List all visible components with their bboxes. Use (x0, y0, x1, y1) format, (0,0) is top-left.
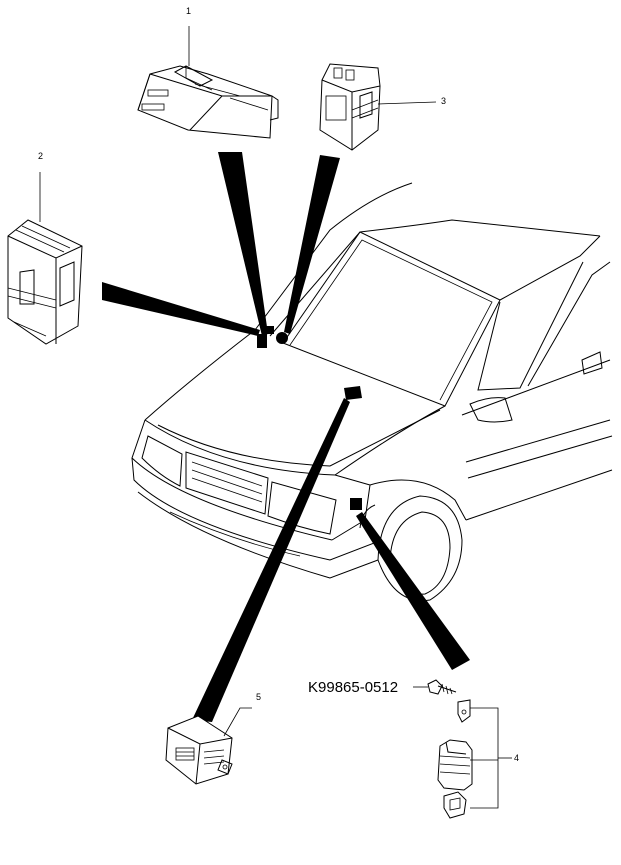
callout-2: 2 (38, 151, 43, 161)
relay-module-1 (137, 26, 279, 139)
bolt-icon (427, 679, 457, 695)
leader-wedge-5 (192, 398, 350, 722)
leader-wedge-4 (356, 512, 470, 670)
leader-wedge-1 (218, 152, 268, 336)
sensor-bracket-4 (427, 679, 512, 819)
leader-wedges (102, 152, 470, 722)
mount-points (257, 326, 362, 510)
callout-5: 5 (256, 692, 261, 702)
callout-3: 3 (441, 96, 446, 106)
car-outline (131, 182, 613, 602)
part-number-label: K99865-0512 (308, 679, 398, 696)
leader-wedge-3 (284, 155, 340, 334)
leader-wedge-2 (102, 282, 260, 336)
relay-3 (319, 63, 437, 151)
callout-4: 4 (514, 753, 519, 763)
callout-1: 1 (186, 6, 191, 16)
module-5 (165, 707, 252, 785)
control-unit-2 (7, 172, 83, 345)
